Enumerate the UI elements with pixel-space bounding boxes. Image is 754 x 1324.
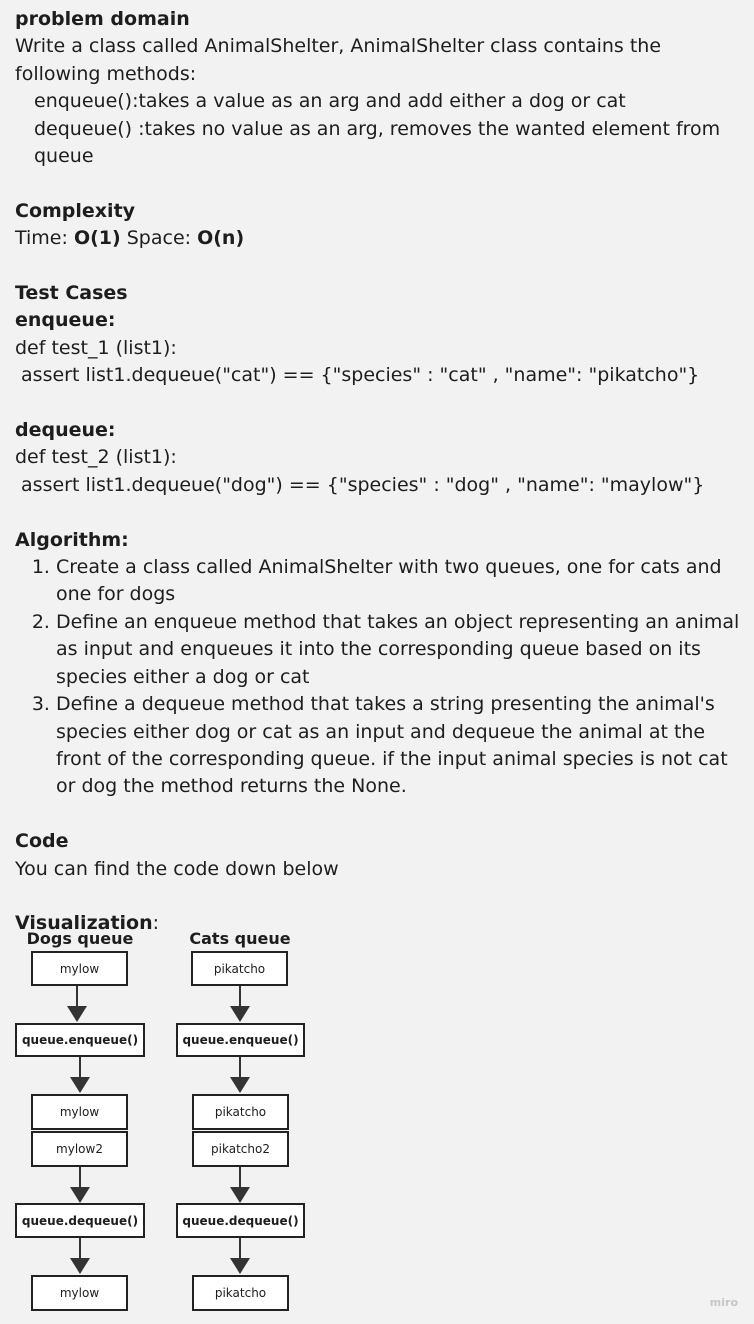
cats-dequeue-node: queue.dequeue()	[176, 1203, 305, 1238]
complexity-line: Time: O(1) Space: O(n)	[15, 225, 745, 252]
cats-input-node: pikatcho	[191, 951, 288, 986]
dogs-dequeue-node: queue.dequeue()	[15, 1203, 145, 1238]
cats-queue-item: pikatcho2	[192, 1131, 289, 1167]
dogs-output-node: mylow	[31, 1275, 128, 1311]
arrow-icon	[70, 1238, 90, 1274]
flow-arrows	[67, 986, 250, 1274]
arrow-icon	[230, 1238, 250, 1274]
dogs-enqueue-node: queue.enqueue()	[15, 1023, 145, 1057]
document: problem domain Write a class called Anim…	[15, 6, 745, 938]
complexity-heading: Complexity	[15, 199, 136, 222]
problem-heading: problem domain	[15, 8, 190, 30]
problem-intro: Write a class called AnimalShelter, Anim…	[15, 35, 662, 85]
dogs-queue-title: Dogs queue	[26, 929, 134, 948]
arrow-icon	[230, 1167, 250, 1203]
algorithm-heading: Algorithm:	[15, 528, 129, 551]
space-value: O(n)	[197, 227, 245, 250]
arrow-icon	[70, 1057, 90, 1093]
miro-watermark: miro	[709, 1296, 738, 1309]
arrow-icon	[230, 1057, 250, 1093]
time-label: Time:	[15, 227, 74, 250]
cats-queue-item: pikatcho	[192, 1094, 289, 1130]
cats-enqueue-node: queue.enqueue()	[176, 1023, 305, 1057]
test2-assert: assert list1.dequeue("dog") == {"species…	[15, 473, 705, 496]
cats-queue-title: Cats queue	[189, 929, 291, 948]
algorithm-steps: Create a class called AnimalShelter with…	[15, 554, 745, 801]
cats-output-node: pikatcho	[192, 1275, 289, 1311]
test2-def: def test_2 (list1):	[15, 446, 177, 469]
dogs-input-node: mylow	[31, 951, 128, 986]
visualization-heading: Visualization	[15, 912, 153, 935]
method-dequeue: dequeue() :takes no value as an arg, rem…	[34, 117, 721, 168]
arrow-icon	[230, 986, 250, 1022]
dequeue-test-heading: dequeue:	[15, 419, 116, 442]
visualization-diagram: Dogs queue mylow queue.enqueue() mylow m…	[0, 920, 754, 1324]
visualization-heading-line: Visualization:	[15, 910, 745, 937]
dogs-queue-item: mylow2	[31, 1131, 128, 1167]
arrow-icon	[70, 1167, 90, 1203]
enqueue-test-heading: enqueue:	[15, 309, 116, 332]
test1-assert: assert list1.dequeue("cat") == {"species…	[15, 364, 700, 387]
test1-def: def test_1 (list1):	[15, 336, 177, 359]
dogs-queue-item: mylow	[31, 1094, 128, 1130]
time-value: O(1)	[73, 227, 121, 250]
visualization-colon: :	[152, 912, 160, 935]
arrow-icon	[67, 986, 87, 1022]
code-heading: Code	[15, 830, 69, 853]
code-text: You can find the code down below	[15, 857, 339, 880]
method-enqueue: enqueue():takes a value as an arg and ad…	[34, 90, 626, 113]
tests-heading: Test Cases	[15, 282, 128, 305]
algorithm-step: Define an enqueue method that takes an o…	[56, 609, 745, 691]
space-label: Space:	[120, 227, 198, 250]
algorithm-step: Create a class called AnimalShelter with…	[56, 554, 745, 609]
algorithm-step: Define a dequeue method that takes a str…	[56, 691, 745, 801]
